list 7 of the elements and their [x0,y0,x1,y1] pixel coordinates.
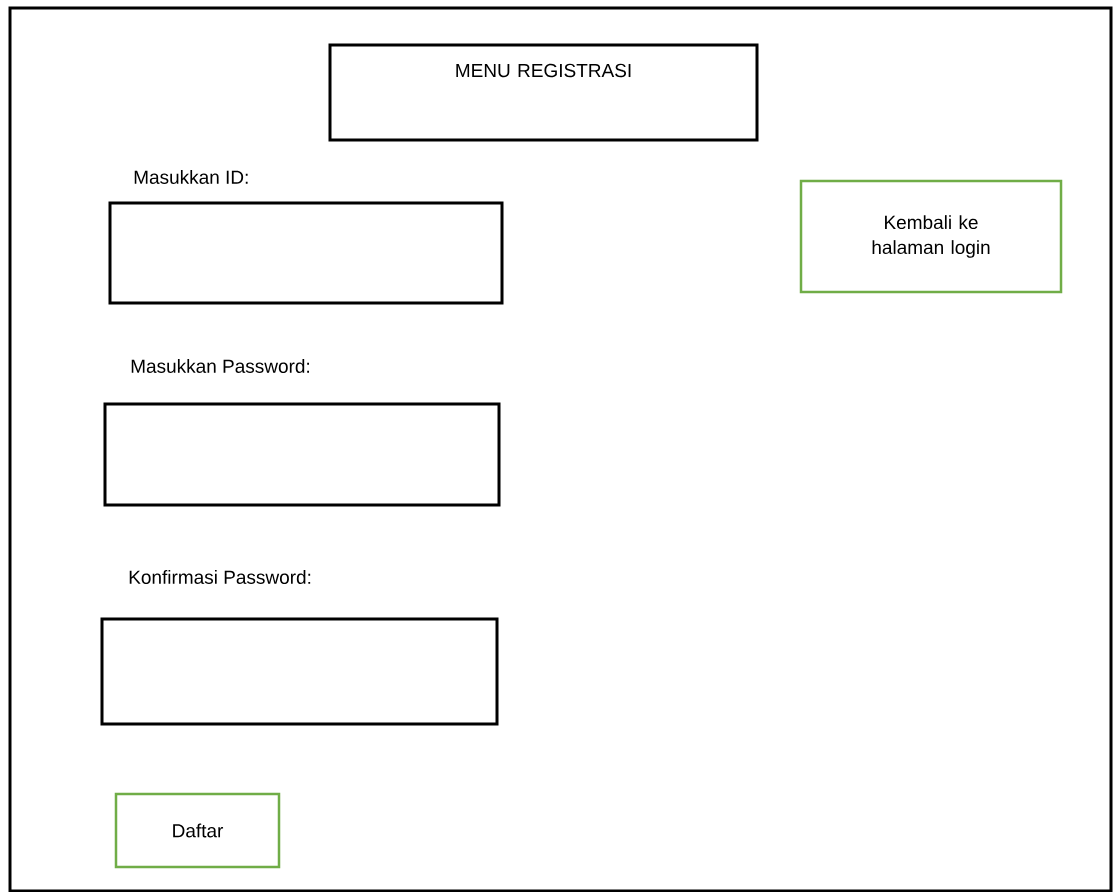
window-frame [8,6,1113,892]
field-label: Masukkan Password: [131,359,309,373]
field-label: Masukkan ID: [134,170,248,184]
title-box: MENU REGISTRASI [328,43,759,142]
button: Daftar [114,792,281,869]
field-label: Konfirmasi Password: [129,570,311,584]
button: Kembali ke halaman login [799,179,1063,294]
